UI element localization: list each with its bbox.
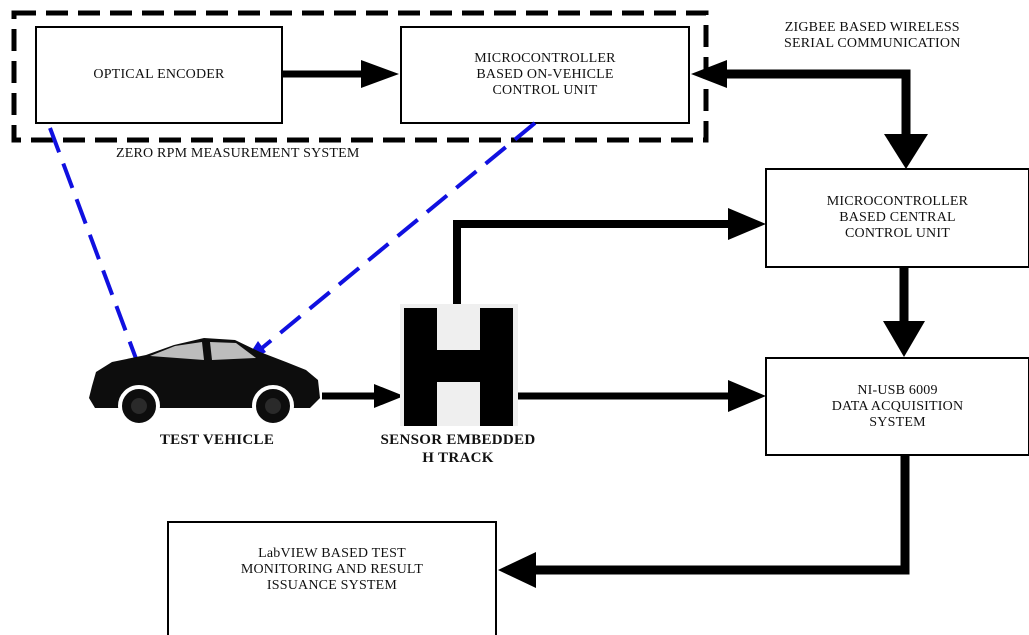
- test-vehicle-label: TEST VEHICLE: [159, 432, 275, 448]
- arrow-encoder-to-onvehicle: [282, 60, 399, 88]
- arrow-vehicle-to-track: [322, 384, 404, 408]
- arrow-daq-to-labview: [498, 455, 910, 588]
- daq-label: NI-USB 6009 DATA ACQUISITION SYSTEM: [831, 382, 964, 430]
- zero-rpm-group-label: ZERO RPM MEASUREMENT SYSTEM: [116, 146, 360, 161]
- arrow-track-to-central: [453, 208, 766, 313]
- optical-encoder-label: OPTICAL ENCODER: [93, 67, 225, 82]
- h-track-icon: [400, 304, 518, 426]
- arrow-track-to-daq: [515, 380, 766, 412]
- zigbee-link-label: ZIGBEE BASED WIRELESS SERIAL COMMUNICATI…: [784, 20, 961, 51]
- central-unit-box: [765, 168, 1029, 268]
- labview-label: LabVIEW BASED TEST MONITORING AND RESULT…: [240, 546, 424, 593]
- labview-box: [167, 521, 497, 635]
- on-vehicle-unit-box: [400, 26, 690, 124]
- h-track-label: SENSOR EMBEDDED H TRACK: [380, 432, 536, 466]
- arrow-wireless-link: [691, 60, 928, 169]
- on-vehicle-unit-label: MICROCONTROLLER BASED ON-VEHICLE CONTROL…: [474, 51, 616, 98]
- daq-box: [765, 357, 1029, 456]
- central-unit-label: MICROCONTROLLER BASED CENTRAL CONTROL UN…: [826, 194, 969, 241]
- dashed-link-encoder-to-vehicle: [48, 127, 149, 392]
- arrow-central-to-daq: [883, 267, 925, 357]
- car-icon: [89, 338, 320, 427]
